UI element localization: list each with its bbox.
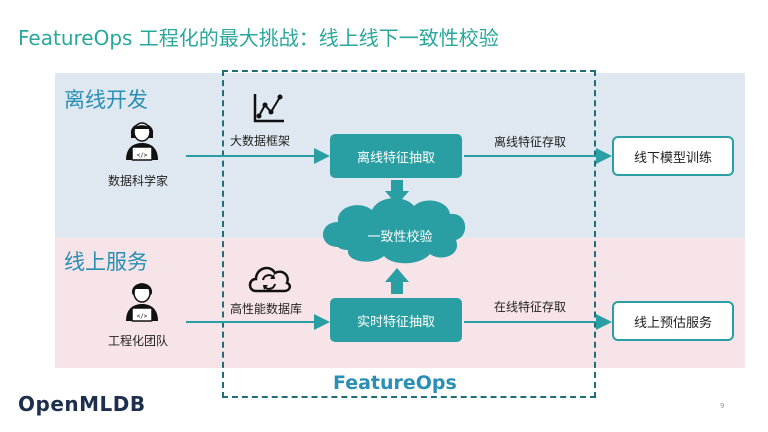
featureops-label: FeatureOps [333,372,457,394]
offline-train-box: 线下模型训练 [612,136,734,176]
person-laptop-icon: </> [126,283,158,322]
page-title: FeatureOps 工程化的最大挑战：线上线下一致性校验 [18,26,499,50]
consistency-label: 一致性校验 [367,229,433,245]
section-online-label: 线上服务 [64,250,148,274]
actor-data-scientist: 数据科学家 [108,174,169,188]
online-store-label: 在线特征存取 [494,300,567,314]
source-hp-db: 高性能数据库 [230,302,303,316]
featureops-boundary [222,70,596,398]
realtime-extract-box: 实时特征抽取 [330,298,462,342]
svg-text:</>: </> [137,152,148,159]
consistency-cloud [323,198,466,264]
offline-extract-box: 离线特征抽取 [330,134,462,178]
page-number: 9 [720,402,725,410]
online-predict-box: 线上预估服务 [612,301,734,341]
cloud-sync-icon [248,266,292,293]
source-big-data: 大数据框架 [230,134,291,148]
arrow-up-to-consistency [385,268,409,294]
offline-store-label: 离线特征存取 [494,135,567,149]
section-offline-label: 离线开发 [64,88,148,112]
chart-line-icon [253,94,284,123]
person-laptop-icon: </> [126,122,158,161]
openmldb-logo: OpenMLDB [18,392,146,416]
actor-engineering-team: 工程化团队 [108,334,169,348]
arrow-down-to-consistency [385,180,409,205]
svg-text:</>: </> [137,313,148,320]
